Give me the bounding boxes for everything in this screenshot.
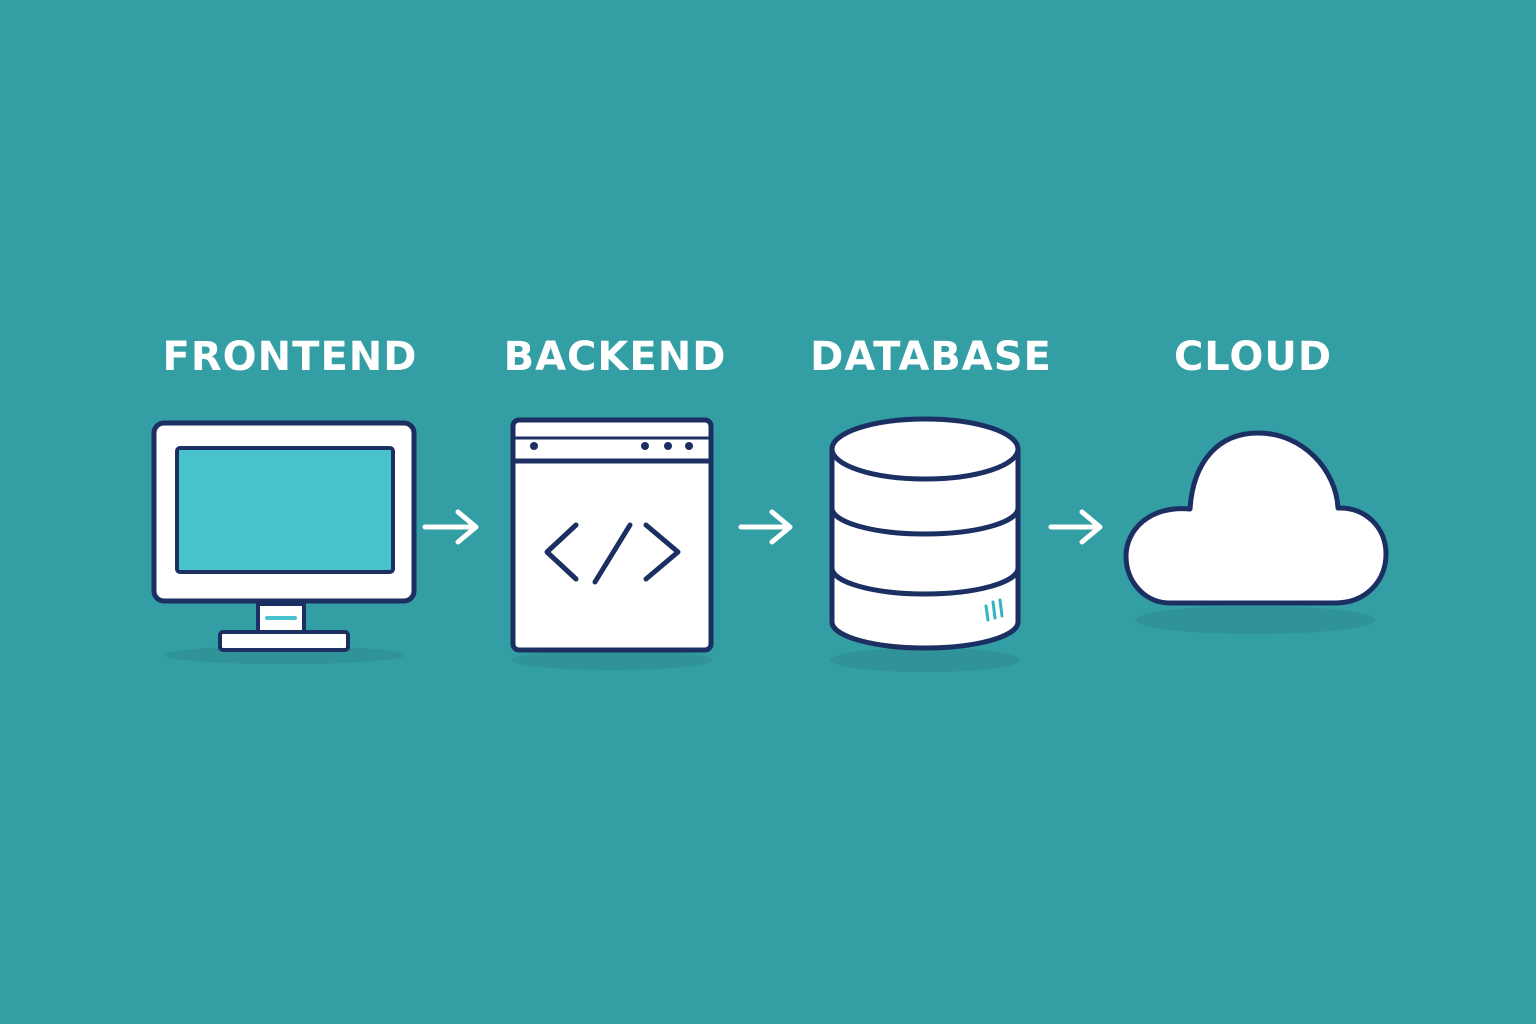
code-window-icon [510,417,714,653]
backend-label: BACKEND [503,334,727,380]
cloud-icon [1123,430,1389,606]
database-cylinder-icon [829,416,1021,651]
arrow-frontend-to-backend [422,509,479,545]
database-label: DATABASE [810,334,1052,380]
arrow-backend-to-database [738,509,793,545]
cloud-label: CLOUD [1173,334,1333,380]
desktop-monitor-icon [151,420,417,652]
frontend-label: FRONTEND [162,334,418,380]
arrow-database-to-cloud [1048,509,1103,545]
